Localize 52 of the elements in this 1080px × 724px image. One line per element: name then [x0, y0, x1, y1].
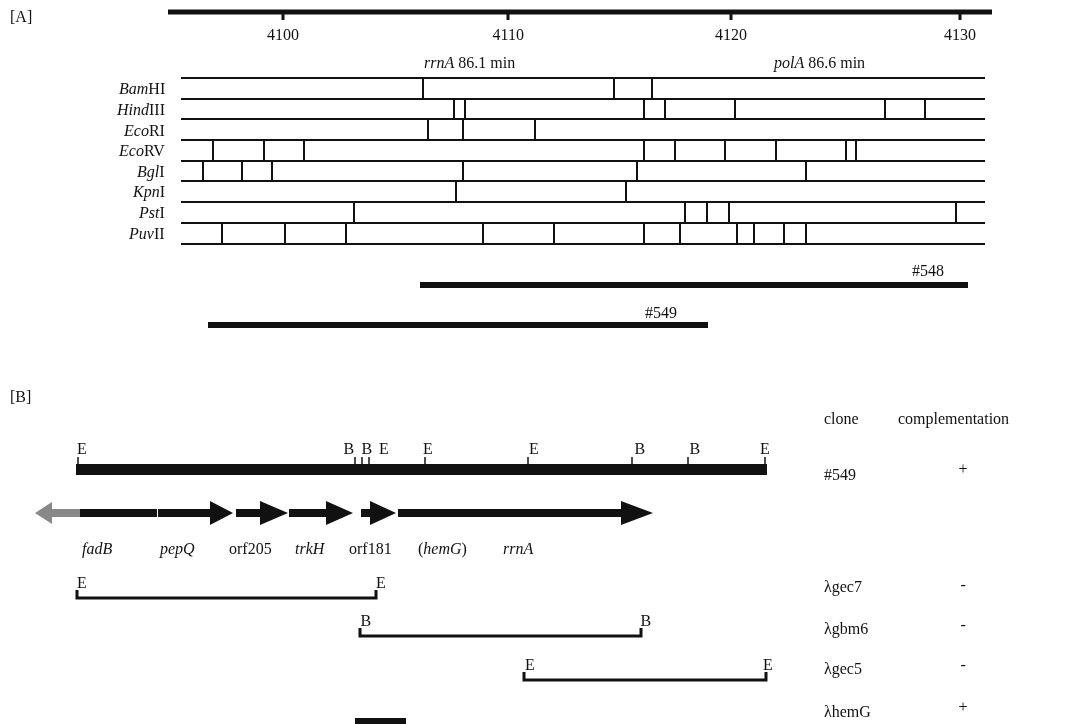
panel-label: [B] — [10, 388, 32, 406]
gene-name: rrnA — [503, 540, 534, 558]
clone-name: #549 — [824, 466, 856, 484]
scale-number: 4110 — [492, 26, 524, 44]
site-letter: E — [77, 440, 87, 458]
column-header: clone — [824, 410, 859, 428]
scale-number: 4130 — [944, 26, 976, 44]
enzyme-name: KpnI — [133, 183, 165, 201]
enzyme-name: BglI — [137, 163, 165, 181]
site-letter: B — [343, 440, 355, 458]
gene-name: fadB — [82, 540, 113, 558]
clone-name: #548 — [912, 262, 944, 280]
site-letter: E — [77, 574, 87, 592]
enzyme-name: EcoRI — [124, 122, 165, 140]
clone-name: λhemG — [824, 703, 871, 721]
site-letter: E — [529, 440, 539, 458]
result-sign: + — [958, 460, 968, 478]
result-sign: - — [960, 656, 966, 674]
site-letter: B — [361, 440, 373, 458]
site-letter: B — [360, 612, 372, 630]
site-letter: E — [423, 440, 433, 458]
scale-number: 4120 — [715, 26, 747, 44]
site-letter: E — [525, 656, 535, 674]
clone-name: #549 — [645, 304, 677, 322]
enzyme-name: HindIII — [117, 101, 165, 119]
clone-name: λgec7 — [824, 578, 862, 596]
gene-name: orf181 — [349, 540, 392, 558]
gene-name: (hemG) — [418, 540, 467, 558]
site-letter: E — [760, 440, 770, 458]
result-sign: - — [960, 576, 966, 594]
site-letter: E — [376, 574, 386, 592]
scale-number: 4100 — [267, 26, 299, 44]
enzyme-name: PuvII — [129, 225, 165, 243]
clone-name: λgec5 — [824, 660, 862, 678]
result-sign: - — [960, 616, 966, 634]
gene-locus-label: rrnA 86.1 min — [424, 54, 516, 72]
enzyme-name: BamHI — [119, 80, 166, 98]
site-letter: B — [689, 440, 701, 458]
enzyme-name: EcoRV — [119, 142, 165, 160]
site-letter: B — [634, 440, 646, 458]
site-letter: E — [763, 656, 773, 674]
site-letter: E — [379, 440, 389, 458]
gene-name: orf205 — [229, 540, 272, 558]
enzyme-name: PstI — [139, 204, 165, 222]
gene-locus-label: polA 86.6 min — [774, 54, 866, 72]
result-sign: + — [958, 698, 968, 716]
clone-name: λgbm6 — [824, 620, 869, 638]
panel-label: [A] — [10, 8, 33, 26]
gene-name: pepQ — [160, 540, 195, 558]
site-letter: B — [640, 612, 652, 630]
gene-name: trkH — [295, 540, 325, 558]
column-header: complementation — [898, 410, 1010, 428]
